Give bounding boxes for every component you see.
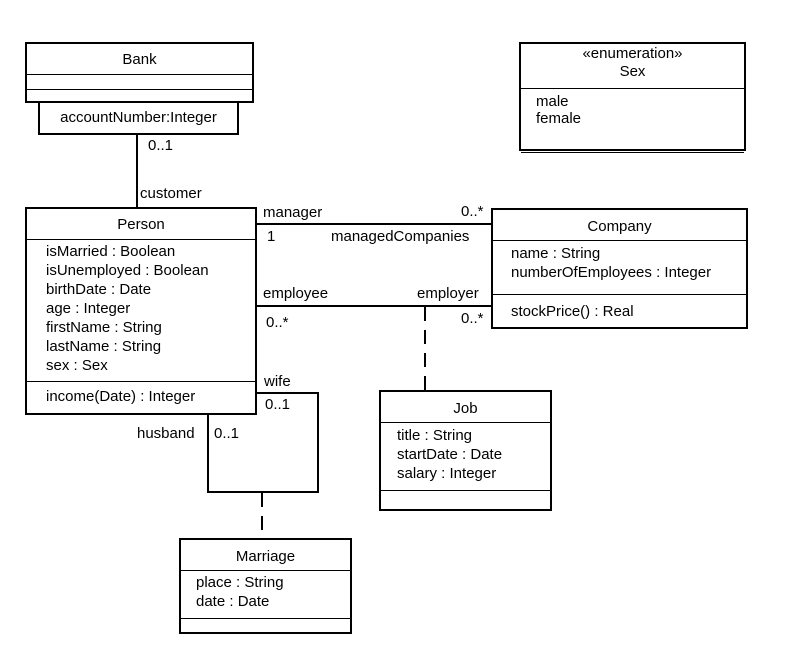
person-class-name: Person (117, 216, 165, 233)
bank-attributes-compartment (27, 74, 252, 89)
sex-literals-compartment: male female (521, 88, 744, 152)
attribute: sex : Sex (46, 357, 108, 374)
attribute: name : String (511, 245, 601, 262)
sex-enumeration-name: Sex (619, 63, 646, 80)
bank-operations-compartment (27, 89, 252, 101)
bank-qualifier-box[interactable]: accountNumber:Integer (38, 103, 239, 135)
operation: income(Date) : Integer (46, 388, 196, 405)
marriage-class[interactable]: Marriage place : String date : Date (179, 538, 352, 634)
enum-literal: female (536, 110, 582, 127)
husband-role: husband (137, 425, 195, 442)
managed-companies-role: managedCompanies (331, 228, 470, 245)
wife-multiplicity: 0..1 (265, 396, 291, 413)
customer-role: customer (140, 185, 202, 202)
employee-multiplicity: 0..* (266, 314, 289, 331)
marriage-attributes-compartment: place : String date : Date (181, 570, 350, 618)
attribute: isUnemployed : Boolean (46, 262, 209, 279)
husband-multiplicity: 0..1 (214, 425, 240, 442)
attribute: lastName : String (46, 338, 162, 355)
attribute: date : Date (196, 593, 270, 610)
job-attributes-compartment: title : String startDate : Date salary :… (381, 422, 550, 490)
marriage-operations-compartment (181, 618, 350, 630)
manager-multiplicity: 1 (267, 228, 276, 245)
sex-stereotype: «enumeration» (582, 45, 683, 62)
company-operations-compartment: stockPrice() : Real (493, 294, 746, 321)
managed-companies-multiplicity: 0..* (461, 203, 484, 220)
sex-operations-compartment (521, 152, 744, 164)
employer-multiplicity: 0..* (461, 310, 484, 327)
company-class-name: Company (587, 218, 652, 235)
bank-class[interactable]: Bank (25, 42, 254, 103)
attribute: salary : Integer (397, 465, 497, 482)
attribute: title : String (397, 427, 473, 444)
operation: stockPrice() : Real (511, 303, 634, 320)
attribute: birthDate : Date (46, 281, 152, 298)
attribute: firstName : String (46, 319, 162, 336)
job-class-name: Job (453, 400, 478, 417)
person-operations-compartment: income(Date) : Integer (27, 381, 255, 406)
bank-class-name: Bank (122, 51, 157, 68)
employer-role: employer (417, 285, 479, 302)
attribute: isMarried : Boolean (46, 243, 176, 260)
marriage-association (207, 392, 319, 493)
company-attributes-compartment: name : String numberOfEmployees : Intege… (493, 240, 746, 294)
attribute: startDate : Date (397, 446, 503, 463)
attribute: numberOfEmployees : Integer (511, 264, 712, 281)
company-class[interactable]: Company name : String numberOfEmployees … (491, 208, 748, 329)
attribute: place : String (196, 574, 284, 591)
bank-qualifier: accountNumber:Integer (60, 109, 217, 126)
wife-role: wife (264, 373, 291, 390)
person-attributes-compartment: isMarried : Boolean isUnemployed : Boole… (27, 239, 255, 381)
employee-role: employee (263, 285, 329, 302)
job-operations-compartment (381, 490, 550, 508)
marriage-class-name: Marriage (235, 548, 296, 565)
person-class[interactable]: Person isMarried : Boolean isUnemployed … (25, 207, 257, 415)
job-class[interactable]: Job title : String startDate : Date sala… (379, 390, 552, 511)
enum-literal: male (536, 93, 569, 110)
sex-enumeration[interactable]: «enumeration» Sex male female (519, 42, 746, 153)
manager-role: manager (263, 204, 323, 221)
attribute: age : Integer (46, 300, 131, 317)
bank-multiplicity: 0..1 (148, 137, 174, 154)
